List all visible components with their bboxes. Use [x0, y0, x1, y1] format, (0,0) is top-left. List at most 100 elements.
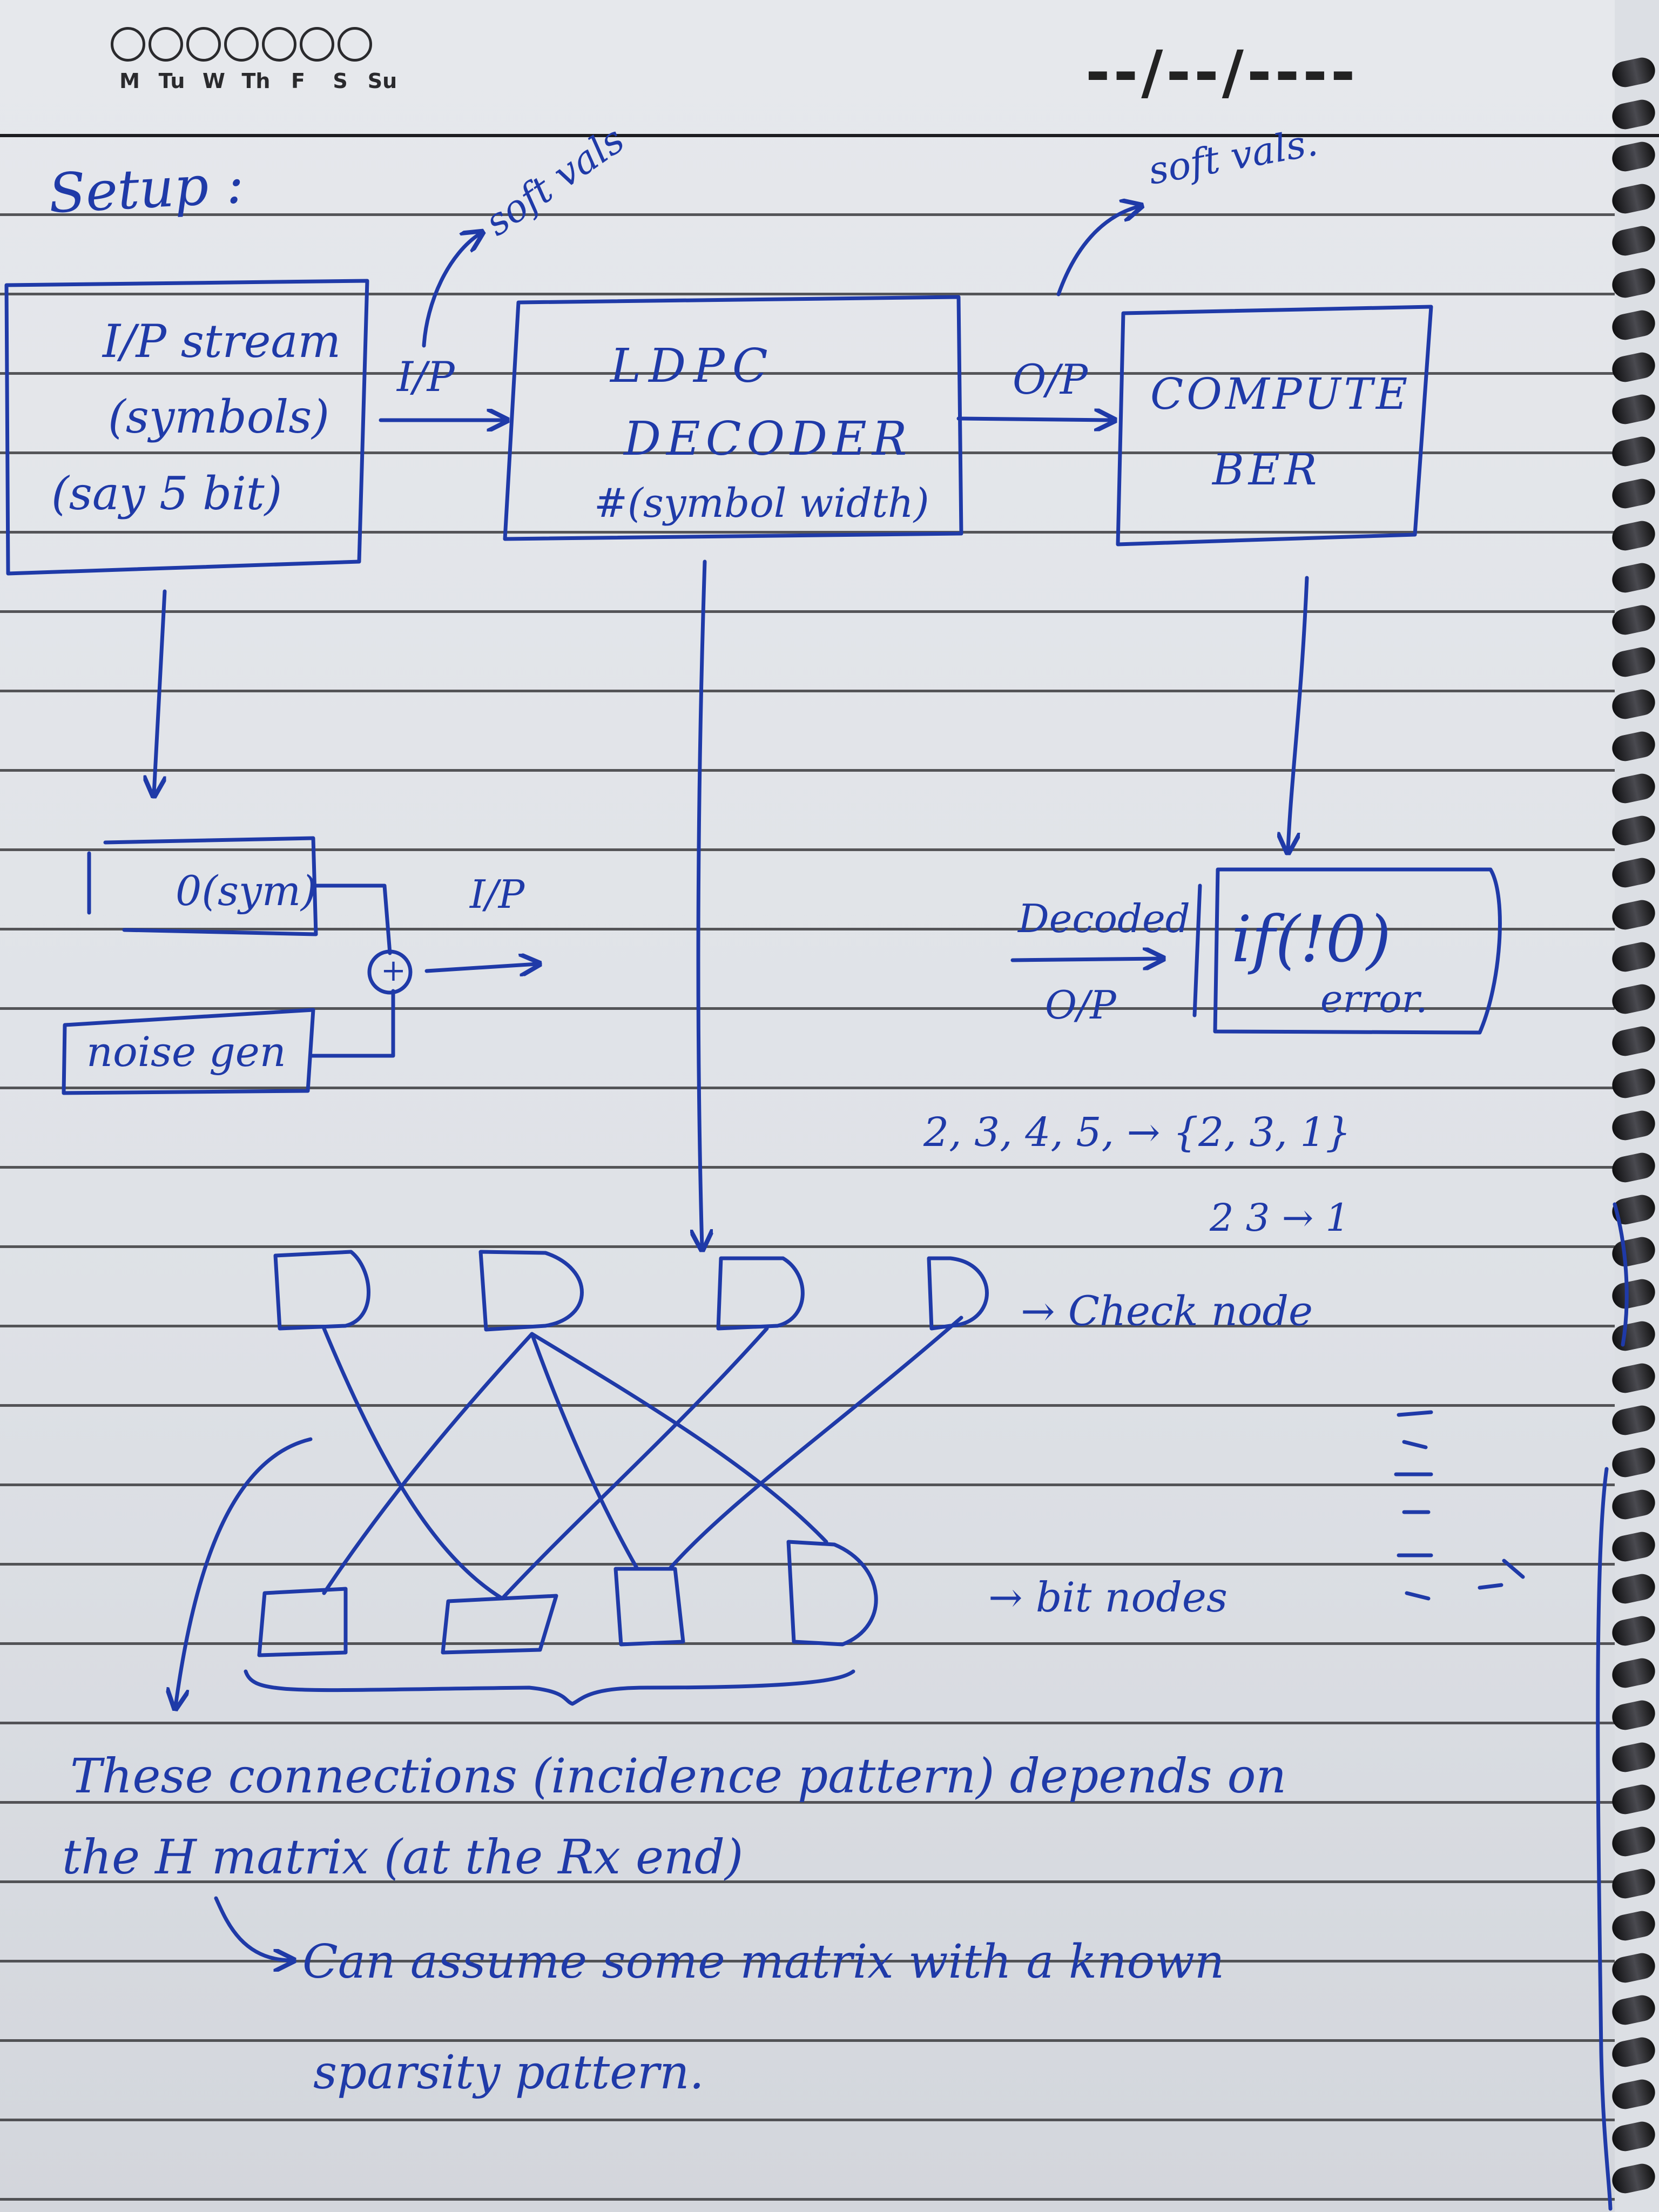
weekday-label: Tu — [158, 69, 185, 93]
bit-node — [613, 1567, 685, 1647]
check-node — [273, 1250, 370, 1331]
ruled-line — [0, 848, 1615, 851]
decoded-label: Decoded — [1018, 896, 1190, 941]
ruled-line — [0, 213, 1615, 216]
series-note: 2, 3, 4, 5, → {2, 3, 1} — [923, 1109, 1351, 1156]
compute-ber-text: COMPUTE — [1150, 369, 1411, 419]
ruled-line — [0, 293, 1615, 295]
adder-input-label: I/P — [470, 872, 525, 917]
weekday-bubbles — [111, 27, 372, 62]
input-down-arrow — [154, 589, 167, 794]
input-label: I/P — [397, 353, 455, 401]
decoded-output-arrow — [1010, 959, 1161, 960]
noise-to-adder — [308, 989, 395, 1058]
soft-vals-arrow-2 — [1056, 206, 1139, 296]
input-stream-text: (say 5 bit) — [51, 467, 282, 520]
ruled-line — [0, 2119, 1615, 2121]
ruled-line — [0, 1007, 1615, 1010]
weekday-bubble — [149, 27, 183, 62]
noise-gen-text: noise gen — [86, 1028, 286, 1076]
weekday-bubble — [338, 27, 372, 62]
output-label: O/P — [1013, 355, 1088, 403]
decoder-down-arrow — [698, 559, 705, 1247]
bit-nodes-brace — [244, 1669, 855, 1706]
weekday-label: F — [291, 69, 305, 93]
input-stream-text: I/P stream — [103, 315, 341, 368]
input-stream-box — [4, 279, 369, 576]
compute-ber-box — [1116, 305, 1433, 547]
ruled-line — [0, 1166, 1615, 1169]
check-node-label: → Check node — [1021, 1287, 1313, 1335]
ldpc-decoder-box — [503, 295, 963, 541]
weekday-label: Th — [241, 69, 271, 93]
ruled-line — [0, 610, 1615, 613]
ruled-line — [0, 1801, 1615, 1804]
weekday-label: W — [203, 69, 225, 93]
ber-down-arrow — [1288, 576, 1309, 851]
ruled-line — [0, 2198, 1615, 2201]
weekday-label: S — [333, 69, 348, 93]
error-check-box-edge — [1192, 884, 1202, 1017]
explanation-line: the H matrix (at the Rx end) — [62, 1829, 744, 1885]
decoded-output-label: O/P — [1045, 982, 1116, 1028]
check-node — [716, 1256, 805, 1331]
h-pointer-arrow — [214, 1896, 292, 1960]
curved-arrow — [176, 1437, 313, 1707]
edge-connection — [322, 1332, 534, 1595]
adder-output-arrow — [424, 964, 537, 971]
bit-node — [786, 1540, 878, 1647]
zero-symbol-text: 0(sym) — [176, 867, 317, 915]
weekday-bubble — [186, 27, 221, 62]
header-rule — [0, 134, 1659, 137]
explanation-line: These connections (incidence pattern) de… — [70, 1748, 1287, 1804]
side-scribble — [1613, 1202, 1629, 1347]
ruled-line — [0, 1960, 1615, 1963]
decoder-to-ber-arrow — [956, 419, 1112, 420]
weekday-labels: M Tu W Th F S Su — [113, 69, 399, 93]
setup-heading: Setup : — [47, 152, 246, 226]
margin-marks — [1394, 1410, 1525, 1601]
edge-connection — [500, 1326, 769, 1601]
ldpc-decoder-text: DECODER — [624, 412, 913, 466]
weekday-label: M — [119, 69, 140, 93]
zero-symbol-to-adder — [314, 884, 392, 955]
weekday-label: Su — [367, 69, 397, 93]
ruled-line — [0, 1483, 1615, 1486]
edge-connection — [530, 1332, 639, 1571]
ruled-line — [0, 1722, 1615, 1724]
edge-connection — [530, 1332, 828, 1544]
ruled-line — [0, 769, 1615, 772]
adder-plus: + — [381, 953, 406, 988]
weekday-bubble — [300, 27, 334, 62]
bit-nodes-label: → bit nodes — [988, 1573, 1228, 1621]
explanation-line: sparsity pattern. — [313, 2046, 704, 2100]
soft-vals-arrow-1 — [422, 233, 481, 348]
side-scribble — [1596, 1467, 1613, 2211]
bit-node — [257, 1587, 348, 1657]
ruled-line — [0, 1404, 1615, 1407]
noise-gen-box — [62, 1008, 315, 1095]
adder-circle — [367, 949, 413, 995]
ldpc-decoder-text: LDPC — [610, 339, 775, 393]
ruled-line — [0, 531, 1615, 534]
error-check-text: error. — [1320, 977, 1428, 1021]
ruled-line — [0, 1087, 1615, 1089]
weekday-bubble — [111, 27, 145, 62]
ruled-line — [0, 451, 1615, 454]
ldpc-decoder-text: #(symbol width) — [594, 480, 929, 527]
weekday-bubble — [262, 27, 296, 62]
edge-connection — [322, 1326, 504, 1601]
check-node — [927, 1256, 989, 1331]
compute-ber-text: BER — [1212, 444, 1321, 495]
ruled-line — [0, 372, 1615, 375]
ruled-line — [0, 1325, 1615, 1327]
ruled-line — [0, 1563, 1615, 1566]
series-note: 2 3 → 1 — [1210, 1196, 1350, 1240]
ruled-line — [0, 1880, 1615, 1883]
error-check-box — [1213, 867, 1502, 1035]
error-check-condition: if(!0) — [1231, 902, 1391, 976]
ruled-line — [0, 1245, 1615, 1248]
explanation-line: Can assume some matrix with a known — [302, 1935, 1225, 1989]
check-node — [478, 1250, 584, 1332]
